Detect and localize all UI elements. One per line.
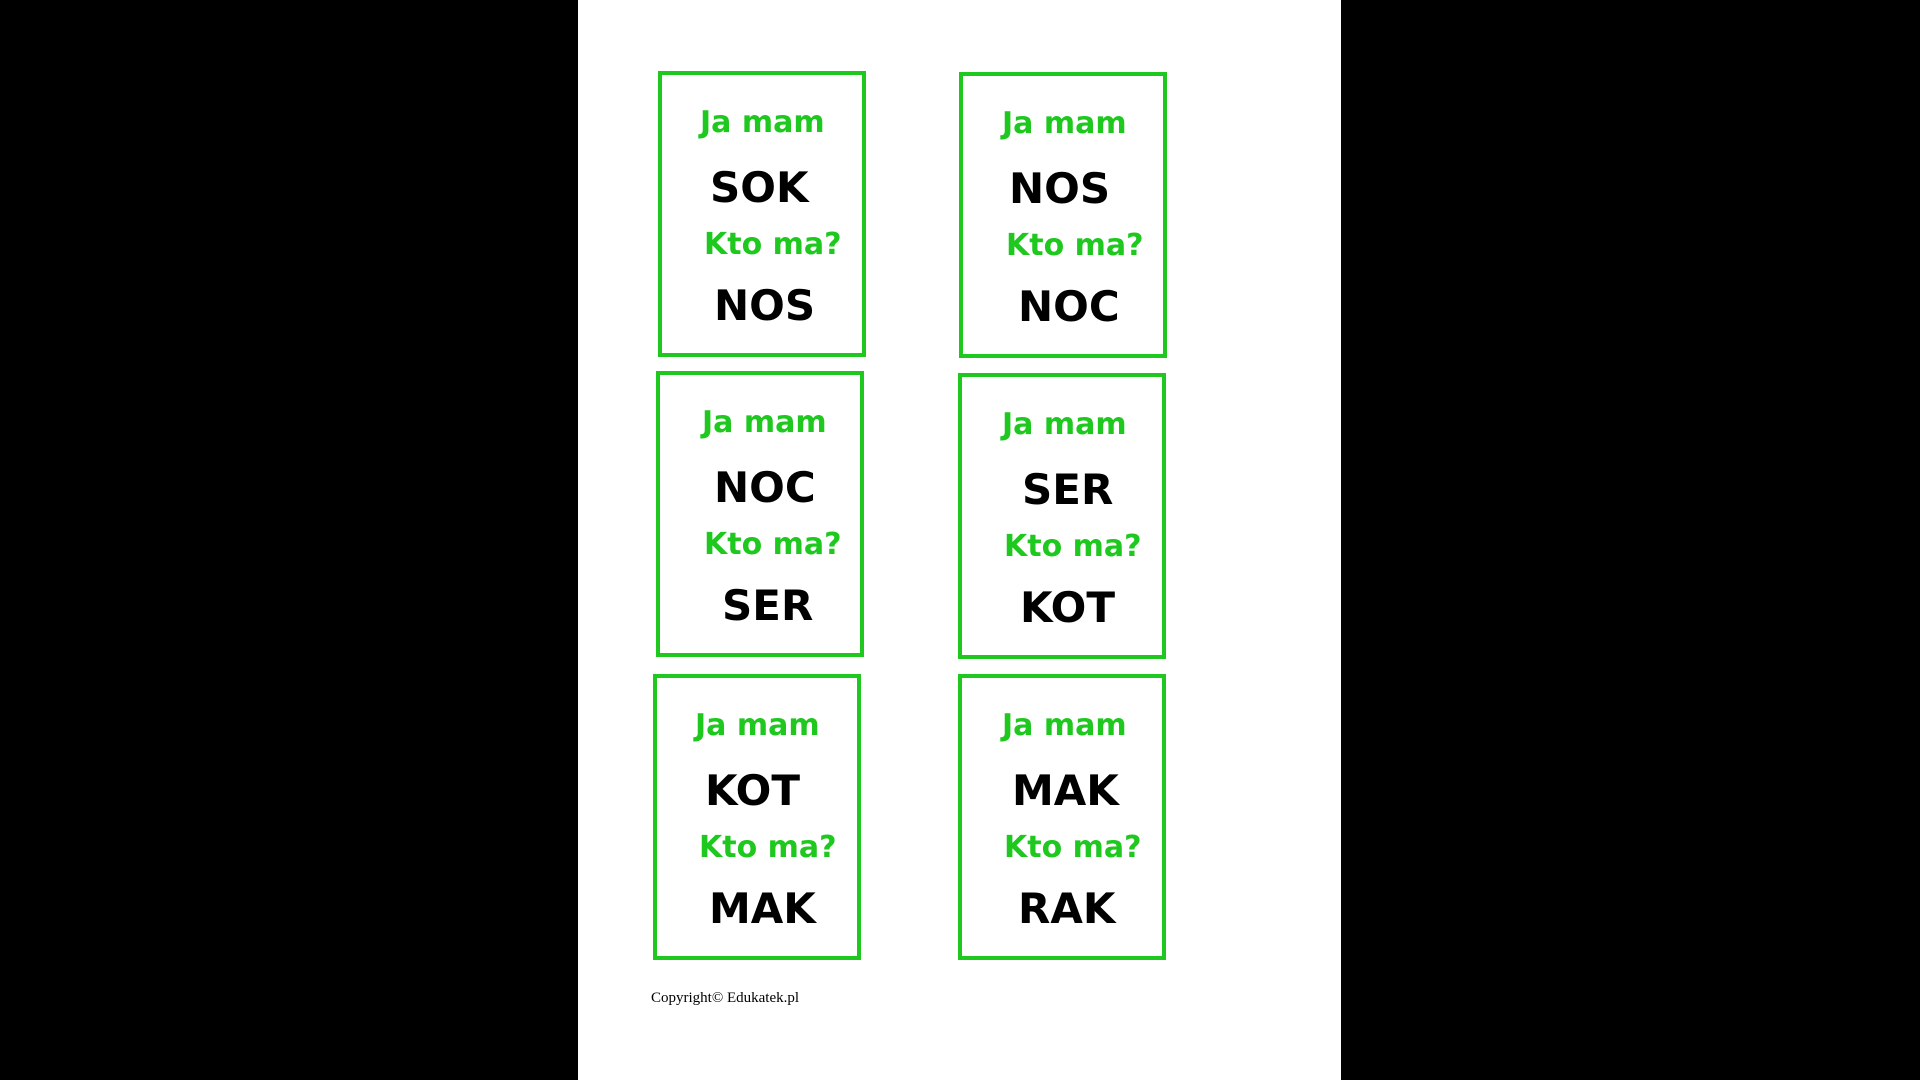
- word-card-6: Ja mam MAK Kto ma? RAK: [958, 674, 1166, 960]
- ja-mam-label: Ja mam: [700, 105, 825, 140]
- card-word: SOK: [710, 163, 809, 212]
- card-word: MAK: [1012, 766, 1119, 815]
- word-card-3: Ja mam NOC Kto ma? SER: [656, 371, 864, 657]
- ja-mam-label: Ja mam: [702, 405, 827, 440]
- ja-mam-label: Ja mam: [1002, 407, 1127, 442]
- kto-ma-label: Kto ma?: [1006, 228, 1144, 263]
- document-page: Ja mam SOK Kto ma? NOS Ja mam NOS Kto ma…: [578, 0, 1341, 1080]
- ja-mam-label: Ja mam: [1002, 708, 1127, 743]
- card-word: NOS: [1009, 164, 1111, 213]
- kto-ma-label: Kto ma?: [704, 227, 842, 262]
- card-word: NOC: [714, 463, 816, 512]
- ja-mam-label: Ja mam: [1002, 106, 1127, 141]
- card-next-word: NOS: [714, 281, 816, 330]
- kto-ma-label: Kto ma?: [704, 527, 842, 562]
- card-next-word: KOT: [1020, 583, 1116, 632]
- word-card-4: Ja mam SER Kto ma? KOT: [958, 373, 1166, 659]
- card-next-word: MAK: [709, 884, 816, 933]
- card-next-word: SER: [722, 581, 814, 630]
- kto-ma-label: Kto ma?: [699, 830, 837, 865]
- word-card-2: Ja mam NOS Kto ma? NOC: [959, 72, 1167, 358]
- ja-mam-label: Ja mam: [695, 708, 820, 743]
- card-word: SER: [1022, 465, 1114, 514]
- card-word: KOT: [705, 766, 801, 815]
- kto-ma-label: Kto ma?: [1004, 830, 1142, 865]
- card-next-word: RAK: [1018, 884, 1116, 933]
- copyright-footer: Copyright© Edukatek.pl: [651, 990, 800, 1006]
- word-card-5: Ja mam KOT Kto ma? MAK: [653, 674, 861, 960]
- kto-ma-label: Kto ma?: [1004, 529, 1142, 564]
- word-card-1: Ja mam SOK Kto ma? NOS: [658, 71, 866, 357]
- card-next-word: NOC: [1018, 282, 1120, 331]
